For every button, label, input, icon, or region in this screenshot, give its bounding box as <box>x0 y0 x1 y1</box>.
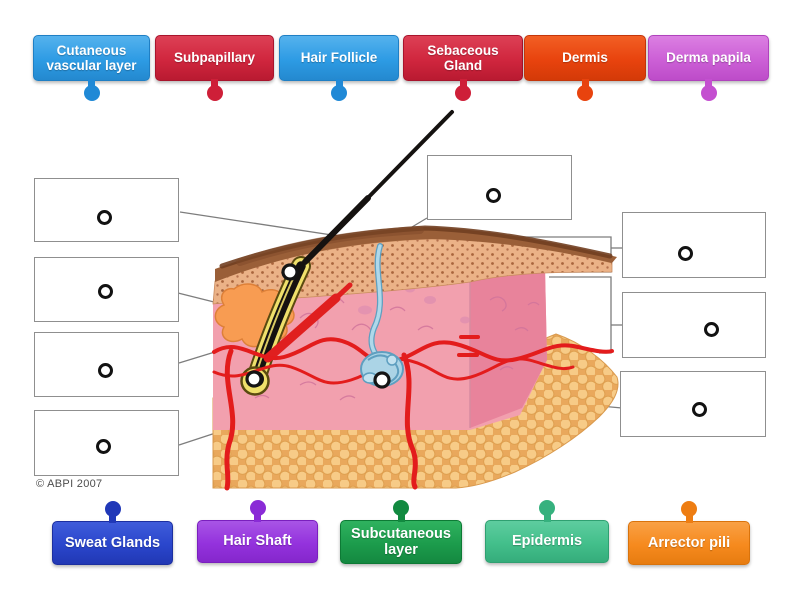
label-text: Subpapillary <box>173 50 256 66</box>
answer-box[interactable] <box>620 371 766 437</box>
pin-icon <box>455 79 471 101</box>
label-text: Dermis <box>562 50 608 66</box>
answer-box[interactable] <box>34 332 179 397</box>
diagram-drop-target-epidermis-area[interactable] <box>281 263 299 281</box>
pin-icon <box>331 79 347 101</box>
label-chip-subcutaneous-layer[interactable]: Subcutaneous layer <box>340 500 462 564</box>
label-chip-epidermis[interactable]: Epidermis <box>485 500 609 563</box>
label-text: Subcutaneous layer <box>351 525 451 558</box>
drop-target-circle[interactable] <box>98 284 113 299</box>
pin-icon <box>681 501 697 523</box>
pin-icon <box>249 500 266 522</box>
label-chip-dermis[interactable]: Dermis <box>524 35 646 101</box>
label-chip-derma-papila[interactable]: Derma papila <box>648 35 769 101</box>
pin-icon <box>83 79 100 101</box>
answer-box[interactable] <box>34 178 179 242</box>
drop-target-circle[interactable] <box>704 322 719 337</box>
drop-target-circle[interactable] <box>678 246 693 261</box>
answer-box[interactable] <box>622 212 766 278</box>
pin-icon <box>700 79 717 101</box>
label-text: Arrector pili <box>647 534 731 551</box>
answer-box[interactable] <box>427 155 572 220</box>
copyright-text: © ABPI 2007 <box>36 478 103 490</box>
blood-vessels <box>212 335 614 491</box>
dermis-front-face <box>213 268 547 430</box>
label-text: Cutaneous vascular layer <box>46 42 137 73</box>
pin-icon <box>577 79 593 101</box>
label-text: Sweat Glands <box>64 534 161 551</box>
label-chip-cutaneous-vascular-layer[interactable]: Cutaneous vascular layer <box>33 35 150 101</box>
label-chip-sebaceous-gland[interactable]: Sebaceous Gland <box>403 35 523 101</box>
label-text: Derma papila <box>666 50 751 66</box>
pin-icon <box>539 500 555 522</box>
sweat-gland <box>360 243 404 387</box>
label-chip-hair-follicle[interactable]: Hair Follicle <box>279 35 399 101</box>
answer-box[interactable] <box>622 292 766 358</box>
pin-icon <box>206 79 223 101</box>
label-text: Hair Follicle <box>300 50 378 66</box>
answer-box[interactable] <box>34 410 179 476</box>
label-text: Sebaceous Gland <box>427 42 499 73</box>
label-chip-arrector-pili[interactable]: Arrector pili <box>628 501 750 565</box>
drop-target-circle[interactable] <box>486 188 501 203</box>
hair-shaft <box>302 110 454 265</box>
drop-target-circle[interactable] <box>692 402 707 417</box>
diagram-drop-target-follicle-bulb[interactable] <box>245 370 263 388</box>
dermis-side-face <box>470 268 547 428</box>
label-chip-hair-shaft[interactable]: Hair Shaft <box>197 500 318 563</box>
answer-box[interactable] <box>34 257 179 322</box>
drop-target-circle[interactable] <box>97 210 112 225</box>
pin-icon <box>393 500 409 522</box>
diagram-drop-target-sweat-coil[interactable] <box>373 371 391 389</box>
label-text: Hair Shaft <box>223 533 292 550</box>
arrector-pili-muscle <box>263 282 353 363</box>
drop-target-circle[interactable] <box>96 439 111 454</box>
label-text: Epidermis <box>511 533 583 550</box>
label-chip-subpapillary[interactable]: Subpapillary <box>155 35 274 101</box>
drop-target-circle[interactable] <box>98 363 113 378</box>
label-chip-sweat-glands[interactable]: Sweat Glands <box>52 501 173 565</box>
pin-icon <box>104 501 121 523</box>
